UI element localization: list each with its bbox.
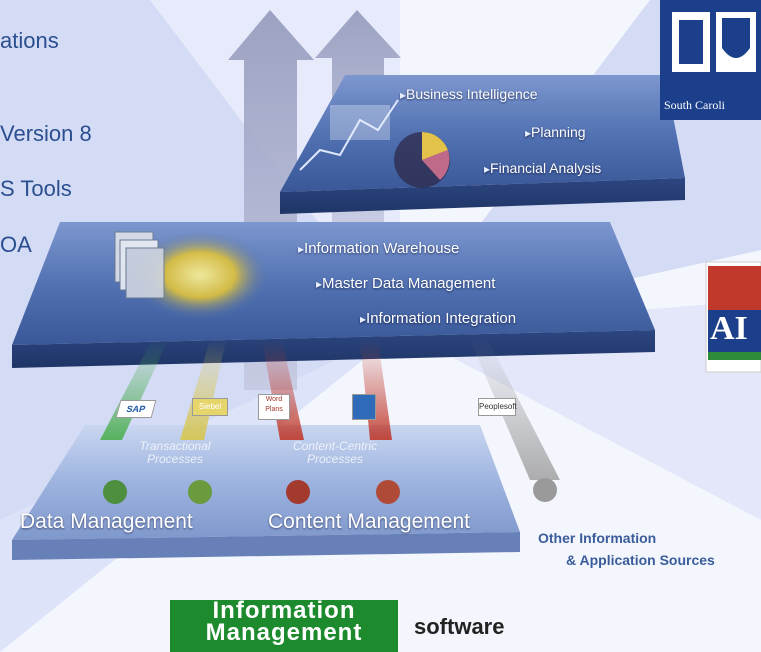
info-management-badge-line-2: Management	[205, 619, 363, 646]
tier-label-master-data-management: Master Data Management	[316, 275, 495, 292]
other-information-label: Other Information	[538, 530, 657, 546]
transactional-processes-label: Transactional Processes	[139, 439, 211, 466]
source-badge-word-plans: Word Plans	[258, 394, 290, 420]
aig-logo	[705, 261, 761, 373]
group-label-data-management: Data Management	[20, 510, 193, 533]
aig-logo-text: AI	[710, 310, 748, 347]
software-label: software	[414, 614, 505, 639]
source-badge-sap: SAP	[115, 400, 157, 418]
info-management-badge: Information Management	[170, 597, 398, 646]
content-centric-processes-label: Content-Centric Processes	[292, 439, 378, 466]
group-label-content-management: Content Management	[268, 510, 470, 533]
bullet-line-1: ations	[0, 28, 59, 53]
source-badge-document	[352, 394, 376, 420]
tier-label-financial-analysis: Financial Analysis	[484, 160, 601, 176]
bullet-line-4: OA	[0, 232, 32, 257]
bcbs-logo-text: South Caroli	[664, 98, 726, 112]
tier-label-business-intelligence: Business Intelligence	[400, 86, 538, 102]
tier-label-information-warehouse: Information Warehouse	[298, 240, 459, 257]
source-badge-siebel: Siebel	[192, 398, 228, 416]
tier-label-information-integration: Information Integration	[360, 310, 516, 327]
bullet-line-3: S Tools	[0, 176, 72, 201]
application-sources-label: & Application Sources	[566, 552, 715, 568]
info-management-badge-bg	[170, 600, 398, 652]
bcbs-logo	[660, 0, 761, 120]
info-management-badge-line-1: Information	[212, 597, 356, 624]
source-badge-peoplesoft: Peoplesoft	[478, 398, 517, 416]
tier-label-planning: Planning	[525, 124, 586, 140]
bullet-line-2: Version 8	[0, 121, 92, 146]
